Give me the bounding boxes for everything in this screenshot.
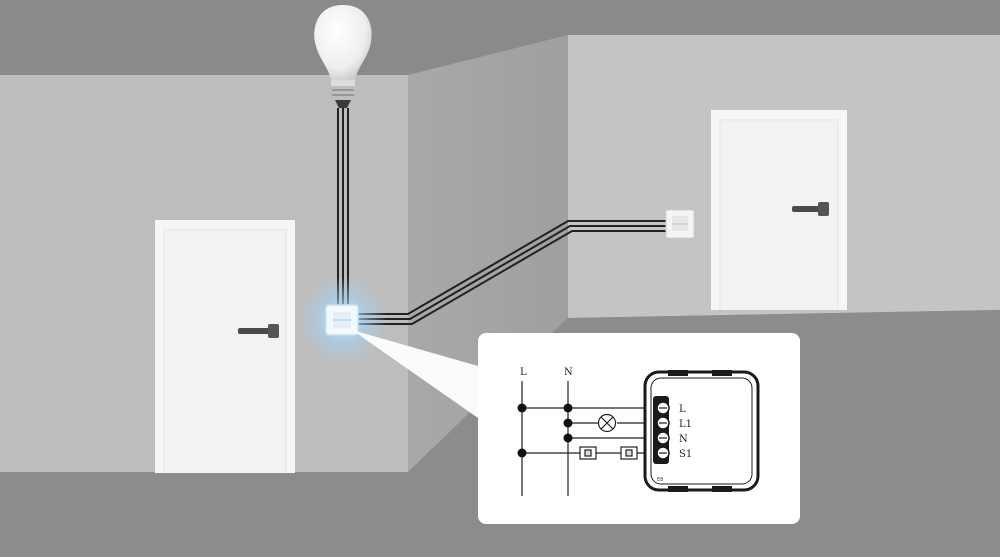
door-handle-icon [238,324,279,338]
column-label-L: L [520,367,527,378]
terminal-label-L: L [679,404,686,415]
junction-dots [517,403,573,458]
lamp-symbol-icon [597,413,617,433]
light-bulb-icon [314,5,372,108]
switch-symbol-icon [620,446,638,460]
column-label-N: N [564,367,573,378]
terminal-label-N: N [679,434,688,445]
door-handle-icon [792,202,829,216]
switch-symbol-icon [579,446,597,460]
wall-switch-icon[interactable] [299,276,387,364]
smart-switch-module: L L1 N S1 E8 [643,370,760,492]
terminal-label-L1: L1 [679,419,692,430]
right-door [711,110,847,310]
wiring-inset: L N [478,333,800,524]
left-door [155,220,295,473]
wall-switch-icon[interactable] [665,209,695,239]
terminal-label-S1: S1 [679,449,692,460]
callout-beam [352,330,478,418]
module-marking: E8 [657,477,663,483]
